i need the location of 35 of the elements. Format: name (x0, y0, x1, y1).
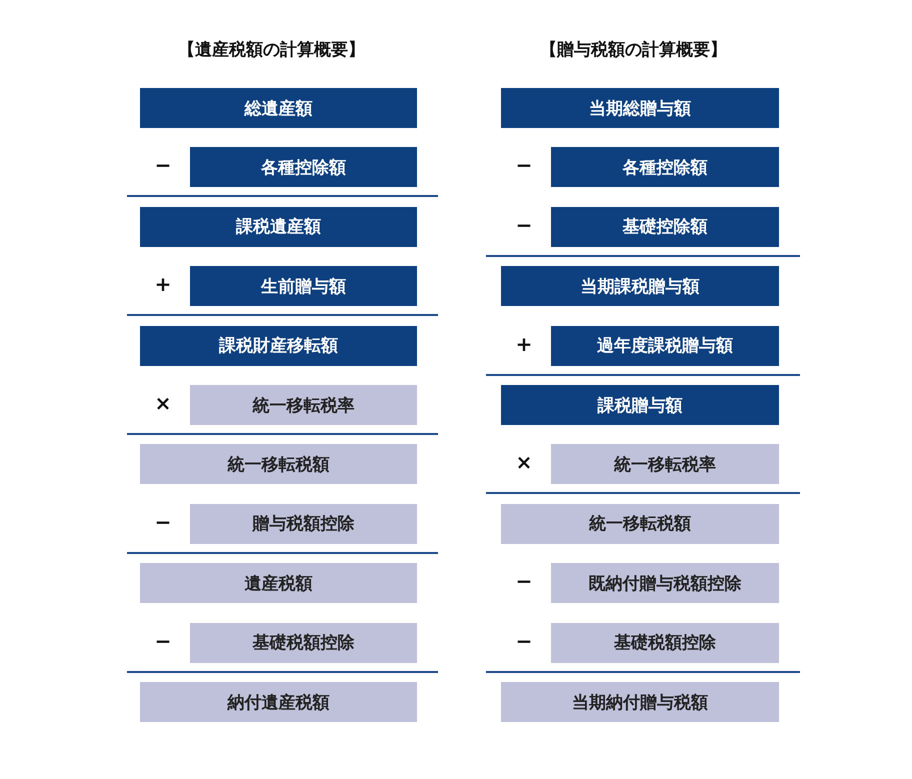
operator-sign: − (154, 153, 172, 178)
amount-box: 統一移転税率 (551, 444, 779, 484)
amount-box: 当期総贈与額 (501, 88, 779, 128)
amount-box: 贈与税額控除 (190, 504, 417, 544)
operator-sign: × (154, 391, 172, 415)
operator-sign: × (514, 450, 534, 474)
amount-box: 総遺産額 (140, 88, 417, 128)
amount-box: 当期課税贈与額 (501, 266, 779, 306)
section-heading: 【遺産税額の計算概要】 (178, 39, 365, 61)
amount-box: 生前贈与額 (190, 266, 417, 306)
operator-sign: − (514, 153, 534, 178)
amount-box: 既納付贈与税額控除 (551, 563, 779, 604)
operator-sign: + (514, 332, 534, 356)
amount-box: 課税遺産額 (140, 206, 417, 247)
amount-box: 各種控除額 (190, 147, 417, 188)
operator-sign: − (154, 628, 172, 653)
operator-sign: − (154, 510, 172, 534)
amount-box: 課税財産移転額 (140, 326, 417, 366)
operator-sign: − (514, 628, 534, 653)
operator-sign: − (514, 212, 534, 237)
amount-box: 統一移転税額 (140, 444, 417, 484)
operator-sign: − (514, 569, 534, 594)
amount-box: 基礎税額控除 (190, 622, 417, 663)
amount-box: 納付遺産税額 (140, 682, 417, 722)
amount-box: 基礎税額控除 (551, 622, 779, 663)
section-heading: 【贈与税額の計算概要】 (540, 39, 727, 61)
amount-box: 当期納付贈与税額 (501, 682, 779, 722)
amount-box: 基礎控除額 (551, 206, 779, 247)
amount-box: 統一移転税率 (190, 385, 417, 425)
amount-box: 課税贈与額 (501, 385, 779, 425)
amount-box: 過年度課税贈与額 (551, 326, 779, 366)
amount-box: 統一移転税額 (501, 504, 779, 544)
amount-box: 遺産税額 (140, 563, 417, 604)
operator-sign: + (154, 272, 172, 296)
amount-box: 各種控除額 (551, 147, 779, 188)
